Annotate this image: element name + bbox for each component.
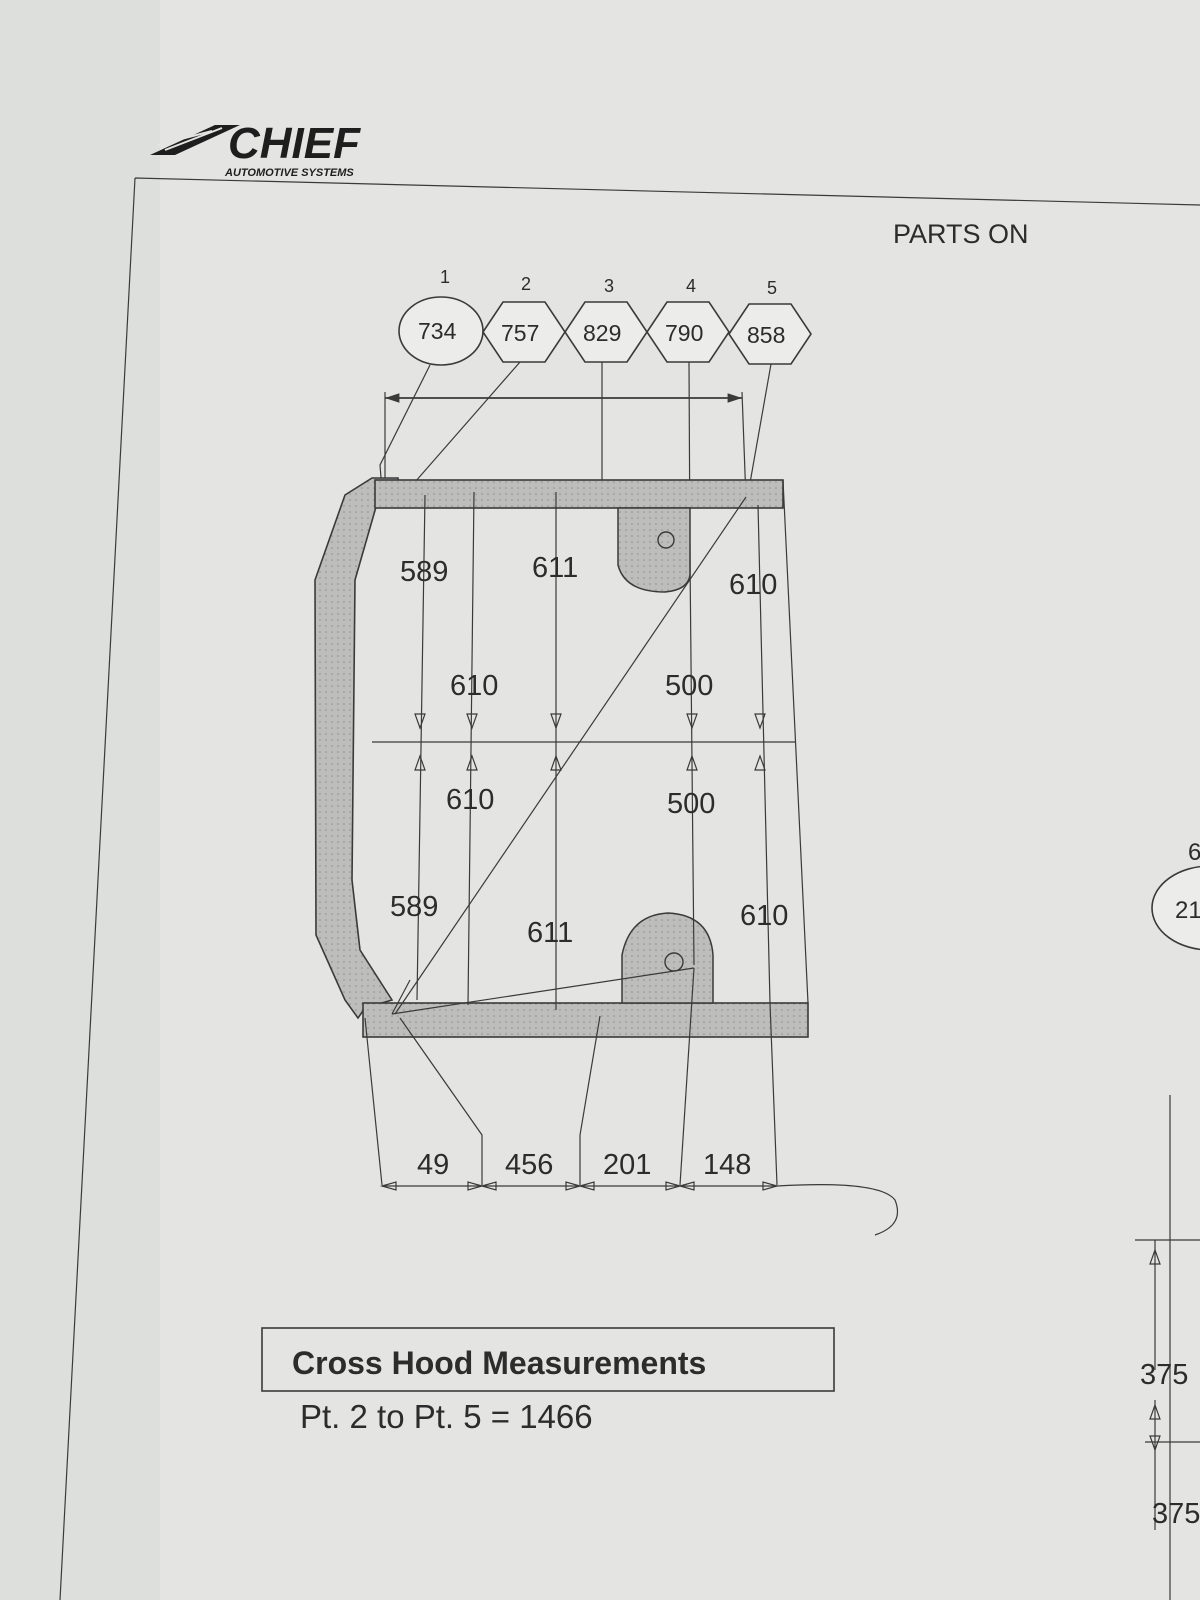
bottom-mount <box>621 912 714 1004</box>
chief-logo: CHIEF AUTOMOTIVE SYSTEMS <box>150 119 361 179</box>
measure-midlow-1: 610 <box>446 784 494 816</box>
point-value-4: 790 <box>665 320 703 346</box>
cross-hood-title: Cross Hood Measurements <box>292 1345 706 1381</box>
cross-hood-box <box>261 1327 835 1392</box>
page-border <box>59 177 1200 1600</box>
horizontal-dimension-lines <box>364 967 899 1236</box>
top-mount <box>617 507 691 593</box>
right-edge-fragment: 6 21 375 375 <box>1135 839 1200 1600</box>
measure-horizontal-2: 456 <box>505 1149 553 1181</box>
right-partial-value: 21 <box>1175 897 1200 924</box>
point-index-4: 4 <box>686 276 696 296</box>
measure-horizontal-4: 148 <box>703 1149 751 1181</box>
measure-lower-2: 611 <box>527 917 573 949</box>
top-rail <box>374 479 784 509</box>
right-measure-a: 375 <box>1140 1359 1188 1391</box>
measure-upper-3: 610 <box>729 569 777 601</box>
logo-text: CHIEF <box>228 119 361 168</box>
measure-horizontal-1: 49 <box>417 1149 449 1181</box>
point-index-5: 5 <box>767 278 777 298</box>
vertical-dimension-lines <box>414 491 771 1010</box>
right-partial-label: 6 <box>1188 839 1200 866</box>
measure-midlow-2: 500 <box>667 788 715 820</box>
logo-subtitle: AUTOMOTIVE SYSTEMS <box>224 167 354 179</box>
measure-upper-1: 589 <box>400 556 448 588</box>
point-index-1: 1 <box>440 267 450 287</box>
point-value-3: 829 <box>583 320 621 346</box>
measure-midup-1: 610 <box>450 670 498 702</box>
measure-upper-2: 611 <box>532 552 578 584</box>
measure-midup-2: 500 <box>665 670 713 702</box>
point-value-1: 734 <box>418 318 457 344</box>
point-index-3: 3 <box>604 276 614 296</box>
point-index-2: 2 <box>521 274 531 294</box>
cross-hood-line: Pt. 2 to Pt. 5 = 1466 <box>300 1398 593 1435</box>
right-measure-b: 375 <box>1152 1498 1200 1530</box>
point-hexagon-5 <box>728 303 812 365</box>
point-hexagon-4 <box>646 301 730 363</box>
right-partial-circle <box>1151 865 1200 951</box>
point-value-2: 757 <box>501 320 539 346</box>
point-value-5: 858 <box>747 322 785 348</box>
parts-on-title: PARTS ON <box>893 219 1029 249</box>
measure-lower-3: 610 <box>740 900 788 932</box>
measure-lower-1: 589 <box>390 891 438 923</box>
bottom-rail <box>362 1002 809 1038</box>
measure-horizontal-3: 201 <box>603 1149 651 1181</box>
